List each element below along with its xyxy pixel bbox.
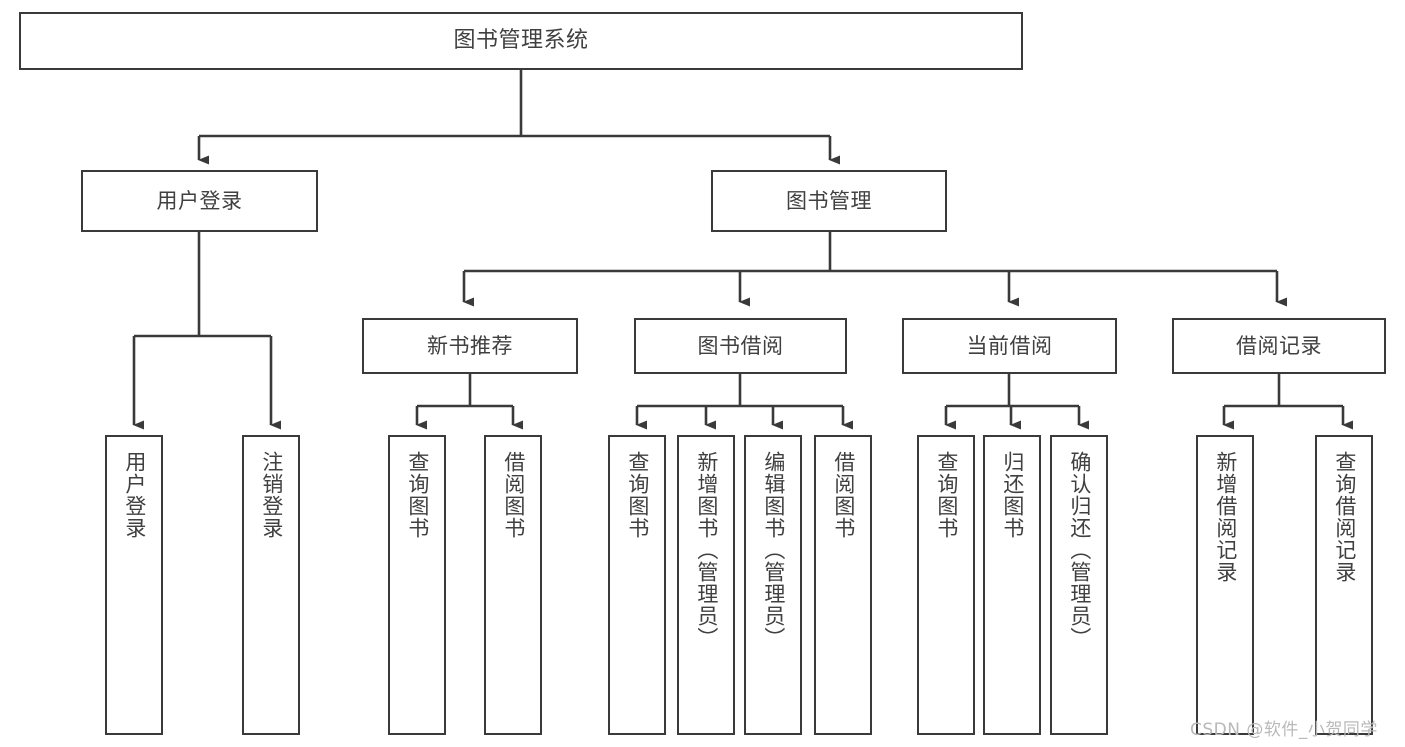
- leaf-label: 查询借阅记录: [1332, 451, 1357, 583]
- node-current-borrow[interactable]: 当前借阅: [902, 318, 1117, 374]
- csdn-watermark: CSDN @软件_小贺同学: [1190, 720, 1378, 740]
- leaf-recommend-query-book[interactable]: 查询图书: [388, 435, 446, 735]
- node-label: 图书管理: [786, 188, 872, 213]
- node-book-management[interactable]: 图书管理: [711, 170, 947, 232]
- leaf-current-query-book[interactable]: 查询图书: [917, 435, 975, 735]
- node-label: 新书推荐: [427, 333, 513, 358]
- leaf-label: 归还图书: [1000, 451, 1025, 539]
- leaf-label: 查询图书: [405, 451, 430, 539]
- leaf-label: 借阅图书: [831, 451, 856, 539]
- leaf-label: 注销登录: [259, 451, 284, 539]
- node-label: 借阅记录: [1236, 333, 1322, 358]
- node-root-system[interactable]: 图书管理系统: [19, 12, 1023, 70]
- leaf-label: 查询图书: [625, 451, 650, 539]
- leaf-recommend-borrow-book[interactable]: 借阅图书: [484, 435, 542, 735]
- leaf-label: 编辑图书（管理员）: [761, 451, 786, 649]
- node-user-login[interactable]: 用户登录: [81, 170, 318, 232]
- leaf-label: 新增借阅记录: [1213, 451, 1238, 583]
- leaf-borrow-add-book-admin[interactable]: 新增图书（管理员）: [677, 435, 735, 735]
- leaf-user-login-signin[interactable]: 用户登录: [105, 435, 163, 735]
- leaf-borrow-borrow-book[interactable]: 借阅图书: [814, 435, 872, 735]
- node-label: 图书借阅: [697, 333, 784, 358]
- node-label: 图书管理系统: [453, 28, 589, 54]
- node-label: 当前借阅: [966, 333, 1053, 358]
- leaf-label: 新增图书（管理员）: [694, 451, 719, 649]
- node-label: 用户登录: [156, 188, 243, 213]
- leaf-label: 查询图书: [934, 451, 959, 539]
- leaf-borrow-query-book[interactable]: 查询图书: [608, 435, 666, 735]
- node-new-book-recommend[interactable]: 新书推荐: [362, 318, 578, 374]
- leaf-label: 借阅图书: [501, 451, 526, 539]
- leaf-label: 确认归还（管理员）: [1067, 451, 1092, 649]
- leaf-label: 用户登录: [122, 451, 147, 539]
- leaf-borrow-edit-book-admin[interactable]: 编辑图书（管理员）: [744, 435, 802, 735]
- node-borrow-record[interactable]: 借阅记录: [1172, 318, 1386, 374]
- leaf-record-add-record[interactable]: 新增借阅记录: [1196, 435, 1254, 735]
- leaf-current-confirm-return-admin[interactable]: 确认归还（管理员）: [1050, 435, 1108, 735]
- leaf-user-login-logout[interactable]: 注销登录: [242, 435, 300, 735]
- node-book-borrow[interactable]: 图书借阅: [634, 318, 847, 374]
- leaf-record-query-record[interactable]: 查询借阅记录: [1315, 435, 1373, 735]
- leaf-current-return-book[interactable]: 归还图书: [983, 435, 1041, 735]
